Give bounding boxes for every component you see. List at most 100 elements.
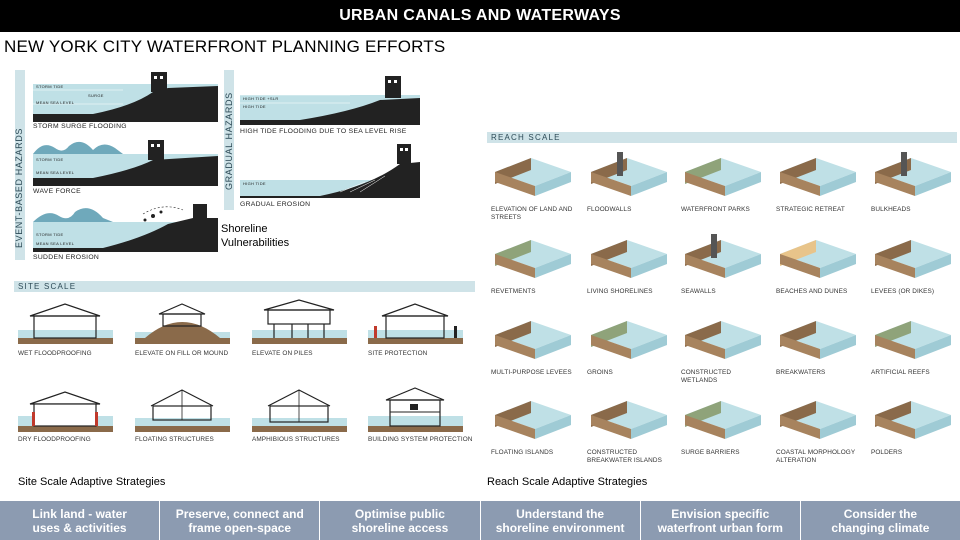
reach-strategy-caption: LEVEES (OR DIKES) <box>871 288 935 295</box>
hazard-label: MEAN SEA LEVEL <box>36 241 75 246</box>
site-strategy-caption: FLOATING STRUCTURES <box>135 436 214 443</box>
reach-strategy-caption: POLDERS <box>871 449 903 456</box>
reach-strategy-illustration <box>685 158 761 196</box>
hazard-caption: SUDDEN EROSION <box>33 254 100 261</box>
reach-strategy-illustration <box>780 158 856 196</box>
reach-strategy-caption: FLOODWALLS <box>587 206 632 213</box>
site-strategy-caption: ELEVATE ON FILL OR MOUND <box>135 350 229 357</box>
floating-structures-icon <box>135 389 230 432</box>
reach-strategy-caption: FLOATING ISLANDS <box>491 449 554 456</box>
reach-strategy-caption: COASTAL MORPHOLOGY ALTERATION <box>776 449 856 464</box>
site-scale-caption: Site Scale Adaptive Strategies <box>18 476 166 488</box>
principle-line: Envision specific <box>671 506 770 521</box>
elevate-on-piles-icon <box>252 299 347 344</box>
note-line: Vulnerabilities <box>221 237 290 249</box>
principle-line: frame open-space <box>188 520 292 535</box>
reach-strategy-caption: LIVING SHORELINES <box>587 288 653 295</box>
site-strategy-caption: SITE PROTECTION <box>368 350 428 357</box>
hazard-caption: WAVE FORCE <box>33 188 81 195</box>
reach-strategy-illustration <box>780 401 856 439</box>
reach-strategy-illustration <box>875 321 951 359</box>
reach-strategy-illustration <box>780 321 856 359</box>
reach-strategy-caption: WATERFRONT PARKS <box>681 206 750 213</box>
reach-strategy-illustration <box>495 158 571 196</box>
reach-strategy-illustration <box>685 321 761 359</box>
storm-surge-diagram <box>33 72 218 122</box>
reach-strategy-illustration <box>685 234 761 278</box>
reach-strategy-illustration <box>495 321 571 359</box>
reach-scale-label: REACH SCALE <box>491 133 561 142</box>
hazard-label: STORM TIDE <box>36 157 64 162</box>
wet-floodproofing-icon <box>18 303 113 344</box>
reach-strategy-caption: STRATEGIC RETREAT <box>776 206 845 213</box>
reach-strategy-caption: CONSTRUCTED BREAKWATER ISLANDS <box>587 449 662 464</box>
principle-line: shoreline environment <box>495 520 625 535</box>
hazard-label: HIGH TIDE <box>243 104 266 109</box>
site-strategy-caption: DRY FLOODPROOFING <box>18 436 91 443</box>
reach-strategy-illustration <box>591 240 667 278</box>
elevate-on-fill-icon <box>135 303 230 344</box>
principle-line: changing climate <box>831 520 930 535</box>
reach-strategy-caption: CONSTRUCTED WETLANDS <box>681 369 732 384</box>
reach-strategy-caption: SURGE BARRIERS <box>681 449 740 456</box>
hazard-label: SURGE <box>88 93 104 98</box>
hazard-label: MEAN SEA LEVEL <box>36 100 75 105</box>
hazard-label: HIGH TIDE <box>243 181 266 186</box>
reach-strategy-caption: SEAWALLS <box>681 288 716 295</box>
hazard-caption: STORM SURGE FLOODING <box>33 123 127 130</box>
hazard-label: STORM TIDE <box>36 232 64 237</box>
amphibious-structures-icon <box>252 389 347 432</box>
reach-strategy-caption: BULKHEADS <box>871 206 911 213</box>
principle-line: Optimise public <box>354 506 445 521</box>
wave-force-diagram <box>33 140 218 186</box>
reach-strategy-caption: GROINS <box>587 369 613 376</box>
site-strategy-caption: WET FLOODPROOFING <box>18 350 92 357</box>
page-subtitle: NEW YORK CITY WATERFRONT PLANNING EFFORT… <box>4 37 446 56</box>
principle-line: Consider the <box>843 506 918 521</box>
principle-line: Preserve, connect and <box>175 506 304 521</box>
principle-line: Understand the <box>516 506 605 521</box>
site-strategy-caption: AMPHIBIOUS STRUCTURES <box>252 436 340 443</box>
note-line: Shoreline <box>221 223 268 235</box>
site-protection-icon <box>368 303 463 344</box>
sudden-erosion-diagram <box>33 204 218 252</box>
principle-line: shoreline access <box>351 520 449 535</box>
gradual-hazards-label: GRADUAL HAZARDS <box>224 92 234 190</box>
reach-strategy-caption: ARTIFICIAL REEFS <box>871 369 930 376</box>
gradual-hazards-band <box>224 70 234 210</box>
principle-line: uses & activities <box>32 520 127 535</box>
high-tide-flooding-diagram <box>240 76 420 125</box>
reach-strategy-illustration <box>685 401 761 439</box>
page-title: URBAN CANALS AND WATERWAYS <box>339 7 621 24</box>
building-system-protection-icon <box>368 387 463 432</box>
hazard-label: HIGH TIDE +SLR <box>243 96 279 101</box>
dry-floodproofing-icon <box>18 391 113 432</box>
gradual-erosion-diagram <box>240 144 420 198</box>
reach-strategy-illustration <box>591 401 667 439</box>
reach-strategy-illustration <box>875 240 951 278</box>
event-hazards-band <box>15 70 25 260</box>
principle-line: Link land - water <box>32 506 127 521</box>
hazard-caption: GRADUAL EROSION <box>240 201 311 208</box>
reach-strategy-caption: MULTI-PURPOSE LEVEES <box>491 369 572 376</box>
reach-strategy-caption: ELEVATION OF LAND AND STREETS <box>491 206 573 221</box>
shoreline-vulnerabilities-note: Shoreline Vulnerabilities <box>221 222 289 250</box>
title-bar: URBAN CANALS AND WATERWAYS <box>0 0 960 32</box>
reach-scale-band <box>487 132 957 143</box>
site-scale-label: SITE SCALE <box>18 282 77 291</box>
site-strategy-caption: BUILDING SYSTEM PROTECTION <box>368 436 473 443</box>
hazard-label: MEAN SEA LEVEL <box>36 170 75 175</box>
reach-strategy-illustration <box>591 321 667 359</box>
hazard-caption: HIGH TIDE FLOODING DUE TO SEA LEVEL RISE <box>240 128 407 135</box>
reach-scale-caption: Reach Scale Adaptive Strategies <box>487 476 648 488</box>
reach-strategy-illustration <box>591 152 667 196</box>
reach-strategy-illustration <box>495 240 571 278</box>
reach-strategy-caption: REVETMENTS <box>491 288 536 295</box>
